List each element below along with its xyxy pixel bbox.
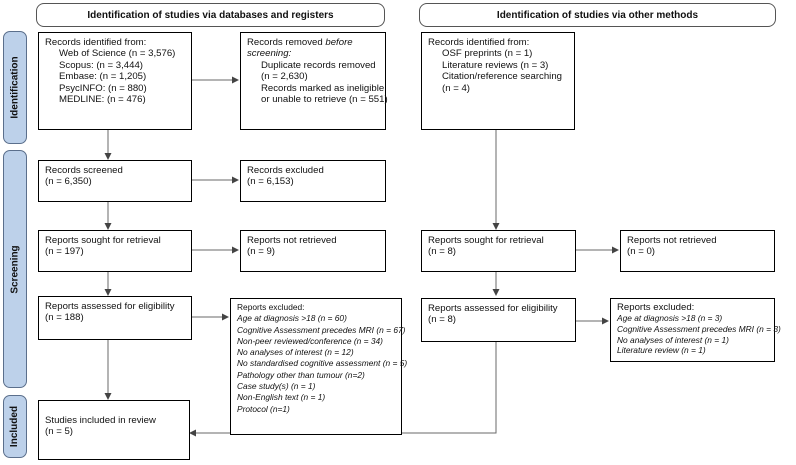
db-removed-title-cont: screening: — [247, 48, 292, 60]
phase-included: Included — [3, 395, 27, 458]
other-exclusion-reason: Age at diagnosis >18 (n = 3) — [617, 313, 723, 324]
db-source-item: Embase: (n = 1,205) — [59, 71, 147, 83]
db-removed-item: Records marked as ineligible — [261, 82, 385, 94]
db-exclusion-reason: Case study(s) (n = 1) — [237, 381, 316, 392]
db-records-screened: Records screened (n = 6,350) — [38, 160, 192, 202]
db-records-identified: Records identified from: Web of Science … — [38, 32, 192, 130]
db-reports-excluded: Reports excluded: Age at diagnosis >18 (… — [230, 298, 408, 435]
other-assessed-label: Reports assessed for eligibility — [428, 303, 558, 314]
db-source-item: Web of Science (n = 3,576) — [59, 48, 176, 60]
db-records-removed: Records removed before screening: Duplic… — [240, 32, 388, 130]
db-reports-not-retrieved: Reports not retrieved (n = 9) — [240, 230, 386, 272]
db-screened-n: (n = 6,350) — [45, 176, 92, 188]
studies-included: Studies included in review (n = 5) — [38, 400, 190, 460]
other-exclusion-reason: Cognitive Assessment precedes MRI (n = 3… — [617, 324, 781, 334]
db-reports-excluded-title: Reports excluded: — [237, 302, 305, 312]
db-source-item: Scopus: (n = 3,444) — [59, 59, 143, 71]
db-exclusion-reason: Age at diagnosis >18 (n = 60) — [237, 313, 347, 324]
db-not-retrieved-n: (n = 9) — [247, 246, 275, 258]
other-exclusion-reason: No analyses of interest (n = 1) — [617, 334, 729, 345]
included-n: (n = 5) — [45, 426, 73, 438]
db-reports-sought: Reports sought for retrieval (n = 197) — [38, 230, 192, 272]
phase-identification: Identification — [3, 31, 27, 144]
other-reports-assessed: Reports assessed for eligibility (n = 8) — [421, 298, 576, 342]
db-source-item: MEDLINE: (n = 476) — [59, 94, 146, 106]
db-reports-assessed: Reports assessed for eligibility (n = 18… — [38, 296, 192, 340]
db-sought-label: Reports sought for retrieval — [45, 235, 161, 246]
db-excluded-label: Records excluded — [247, 165, 324, 176]
other-assessed-n: (n = 8) — [428, 314, 456, 326]
db-removed-item: (n = 2,630) — [261, 71, 308, 83]
other-sought-n: (n = 8) — [428, 246, 456, 258]
db-screened-label: Records screened — [45, 165, 123, 176]
other-reports-excluded: Reports excluded: Age at diagnosis >18 (… — [610, 298, 781, 362]
other-source-item: Literature reviews (n = 3) — [442, 59, 549, 71]
other-source-item: (n = 4) — [442, 82, 470, 94]
db-assessed-label: Reports assessed for eligibility — [45, 301, 175, 312]
db-exclusion-reason: Protocol (n=1) — [237, 403, 290, 414]
db-removed-item: or unable to retrieve (n = 551) — [261, 94, 388, 106]
other-reports-excluded-title: Reports excluded: — [617, 302, 695, 313]
other-not-retrieved-label: Reports not retrieved — [627, 235, 717, 246]
other-exclusion-reason: Literature review (n = 1) — [617, 345, 706, 356]
header-other-methods: Identification of studies via other meth… — [419, 3, 776, 27]
db-source-item: PsycINFO: (n = 880) — [59, 82, 147, 94]
header-databases: Identification of studies via databases … — [36, 3, 385, 27]
other-source-item: Citation/reference searching — [442, 71, 562, 83]
db-removed-title: Records removed before — [247, 37, 353, 48]
db-exclusion-reason: Non-English text (n = 1) — [237, 392, 326, 403]
other-sought-label: Reports sought for retrieval — [428, 235, 544, 246]
db-records-excluded: Records excluded (n = 6,153) — [240, 160, 386, 202]
other-source-item: OSF preprints (n = 1) — [442, 48, 533, 60]
db-not-retrieved-label: Reports not retrieved — [247, 235, 337, 246]
other-records-identified: Records identified from: OSF preprints (… — [421, 32, 575, 130]
included-label: Studies included in review — [45, 415, 156, 426]
db-exclusion-reason: No standardised cognitive assessment (n … — [237, 358, 408, 369]
other-reports-sought: Reports sought for retrieval (n = 8) — [421, 230, 576, 272]
other-not-retrieved-n: (n = 0) — [627, 246, 655, 258]
other-reports-not-retrieved: Reports not retrieved (n = 0) — [620, 230, 775, 272]
db-exclusion-reason: Non-peer reviewed/conference (n = 34) — [237, 335, 383, 346]
db-assessed-n: (n = 188) — [45, 312, 84, 324]
db-exclusion-reason: No analyses of interest (n = 12) — [237, 347, 354, 358]
db-sought-n: (n = 197) — [45, 246, 84, 258]
db-excluded-n: (n = 6,153) — [247, 176, 294, 188]
header-other-label: Identification of studies via other meth… — [496, 9, 699, 21]
other-identified-title: Records identified from: — [428, 37, 530, 48]
phase-screening: Screening — [3, 150, 27, 388]
db-removed-item: Duplicate records removed — [261, 59, 376, 71]
db-exclusion-reason: Pathology other than tumour (n=2) — [237, 369, 365, 380]
db-identified-title: Records identified from: — [45, 37, 147, 48]
header-databases-label: Identification of studies via databases … — [87, 9, 334, 21]
db-exclusion-reason: Cognitive Assessment precedes MRI (n = 6… — [237, 324, 406, 335]
